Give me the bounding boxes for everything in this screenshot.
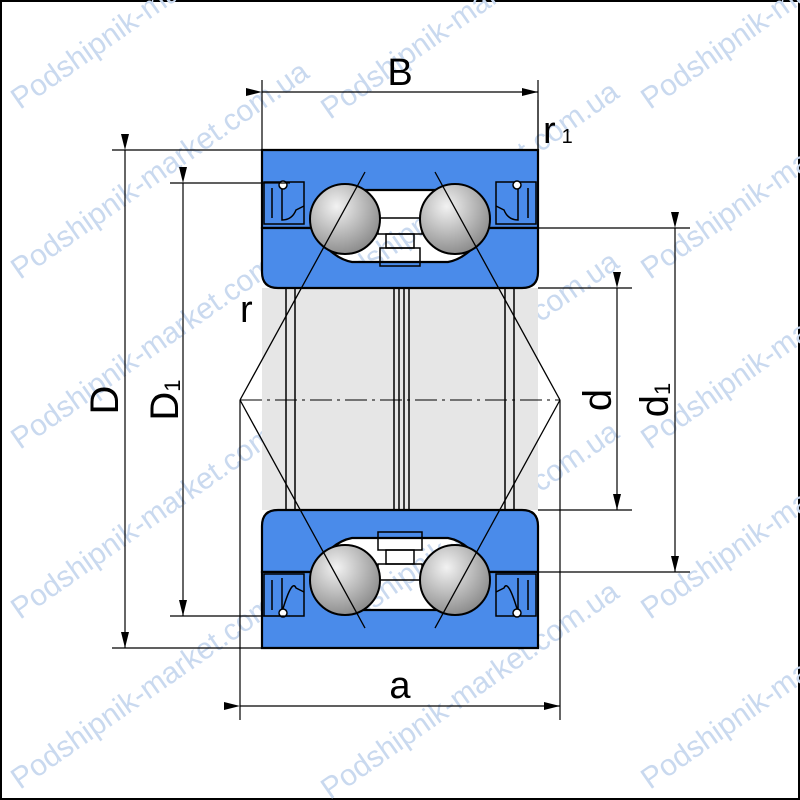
label-B: B (387, 52, 412, 94)
label-D1: D1 (143, 379, 187, 420)
extension-lines (112, 80, 690, 720)
seal-top-right (495, 180, 537, 225)
bore-section-lines (285, 288, 515, 510)
label-D: D (83, 386, 127, 415)
ball-bottom-right (419, 544, 491, 616)
inner-ring-bottom (260, 508, 540, 574)
ball-bottom-left (309, 544, 381, 616)
bore-area (262, 288, 538, 510)
seal-bottom-right (495, 573, 537, 618)
ball-top-right (419, 183, 491, 255)
watermark-text: Podshipnik-market.com.ua (635, 0, 800, 116)
label-d1: d1 (633, 383, 677, 418)
ball-top-left (309, 183, 381, 255)
label-a: a (389, 665, 411, 707)
contact-lines (239, 171, 561, 629)
label-r: r (240, 289, 253, 331)
label-d: d (576, 389, 620, 411)
